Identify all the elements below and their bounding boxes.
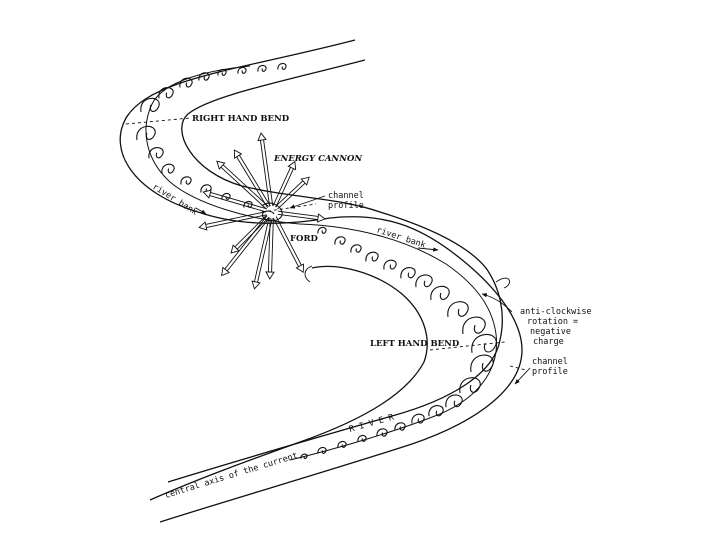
energy-ray [236,154,271,208]
helix-coil [158,87,174,99]
energy-ray-arrowhead [265,271,275,280]
helix-coil [257,65,267,72]
helix-coil [180,176,192,185]
channel-profile-top-pointer [289,195,326,209]
outer-river-bank [119,39,523,523]
helix-coil [411,413,425,424]
energy-ray [224,215,270,272]
helix-coil [470,354,494,372]
helix-coil [217,69,227,76]
energy-ray [272,216,302,267]
energy-ray [205,211,267,229]
energy-ray-arrowhead [316,213,326,223]
rotation-label-2: rotation = [527,317,578,327]
energy-ray-arrowhead [251,280,261,290]
energy-ray-arrowhead [202,189,212,199]
helix-coil [471,333,497,353]
energy-ray [272,167,294,208]
helix-coil [459,377,481,394]
energy-ray [267,217,274,273]
energy-ray-arrowhead [230,244,240,254]
helix-coil [337,441,347,448]
energy-ray [259,139,274,207]
helix-coil [221,193,231,200]
energy-ray [220,164,269,210]
river-bank-left-label: river bank [150,182,199,218]
helix-coil [317,227,327,234]
inner-shore-left-bend [149,265,428,501]
energy-ray-arrowhead [257,132,267,142]
helix-coil [317,447,327,454]
channel-profile-top-label: channel [328,191,364,201]
energy-ray-arrowhead [300,176,310,186]
energy-ray [209,192,267,213]
channel-profile-bend-dashed [125,117,191,125]
ford-curl [304,265,313,283]
river-bank-right-label: river bank [375,225,427,250]
ford-label: FORD [290,234,319,244]
helix-coil [462,316,486,334]
helix-coil [334,236,346,245]
channel-profile-top-label-2: profile [328,201,364,211]
helix-coil [400,267,416,279]
energy-ray-arrowhead [233,149,243,159]
helix-coil [415,274,433,288]
helix-coil [179,77,193,88]
channel-profile-bottom-label-2: profile [532,367,568,377]
helix-coil [376,428,388,437]
helix-coil [300,453,308,460]
helix-coil [140,97,160,113]
rotation-label-3: negative [530,327,571,337]
energy-cannon-label: ENERGY CANNON [273,154,363,164]
helix-coil [357,435,367,442]
helix-coil [365,251,379,262]
helix-coil [383,259,397,270]
helix-coil [447,301,469,318]
helix-coil [350,244,362,253]
rotation-curl [495,277,510,289]
river-label: R I V E R [348,412,396,435]
helix-coil [161,163,175,174]
helix-coil [148,147,164,159]
channel-profile-bottom-dashed [509,365,527,371]
energy-ray-arrowhead [216,160,226,170]
energy-ray [234,214,270,250]
rotation-label-4: charge [533,337,564,347]
right-hand-bend-label: RIGHT HAND BEND [192,114,290,124]
helix-coil [445,394,463,408]
energy-ray-arrowhead [198,221,208,231]
left-hand-bend-label: LEFT HAND BEND [370,339,460,349]
channel-profile-bottom-label: channel [532,357,568,367]
river-bank-right-pointer [417,247,439,252]
rotation-pointer [481,293,513,313]
channel-profile-bend-dashed-2 [429,341,506,351]
central-axis-line [145,65,498,461]
inner-river-bank [167,59,503,483]
energy-ray-arrowhead [287,160,297,171]
helix-coil [430,285,450,301]
energy-ray-arrowhead [221,266,231,277]
helix-coil [394,422,406,431]
current-helix-coils [136,63,497,460]
helix-coil [198,72,210,81]
central-axis-label: central axis of the current [164,451,299,501]
energy-ray-arrowhead [295,263,305,274]
energy-ray [274,180,306,210]
rotation-label-1: anti-clockwise [520,307,592,317]
river-bank-left-pointer [195,207,207,215]
helix-coil [237,67,247,74]
energy-cannon-hub [261,202,283,222]
energy-ray [277,210,319,221]
helix-coil [428,405,444,417]
helix-coil [277,63,287,70]
channel-profile-bottom-pointer [514,367,531,385]
energy-cannon-rays [198,132,326,290]
helix-coil [136,125,156,141]
